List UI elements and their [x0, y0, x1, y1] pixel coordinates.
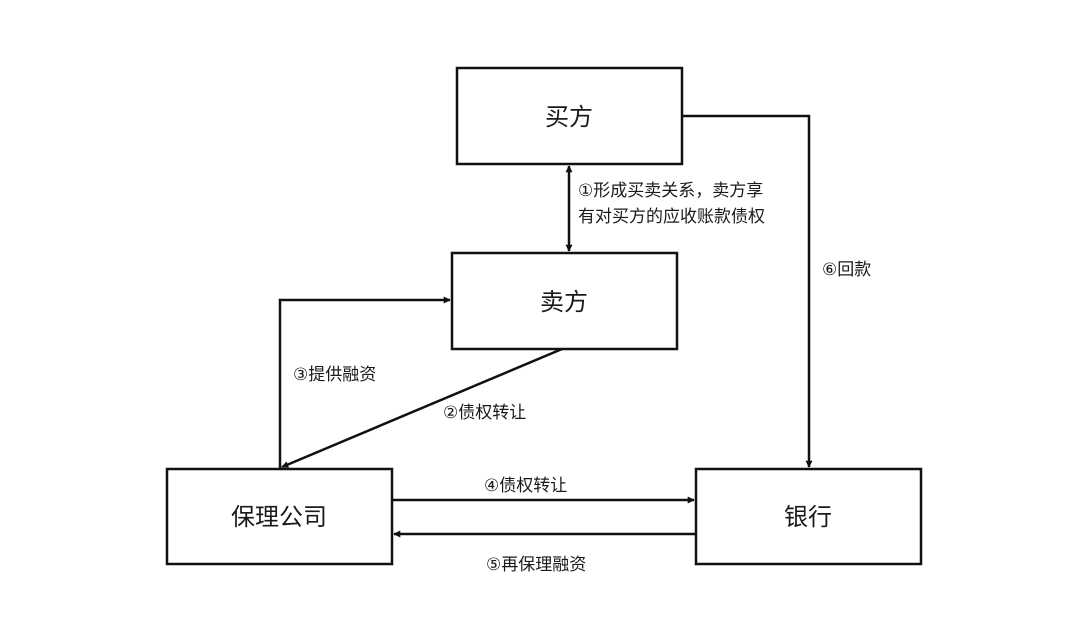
bank-label: 银行	[784, 503, 832, 531]
seller-factor-arrow	[281, 347, 563, 469]
step2-label: ②债权转让	[443, 403, 526, 423]
factor-node: 保理公司	[165, 467, 394, 566]
buyer-bank-arrow	[682, 114, 813, 468]
factor-label: 保理公司	[231, 503, 327, 531]
step5-label: ⑤再保理融资	[486, 555, 586, 575]
step4-label: ④债权转让	[484, 476, 567, 496]
bank-node: 银行	[694, 467, 923, 566]
seller-label: 卖方	[540, 288, 588, 316]
step3-label: ③提供融资	[293, 365, 376, 385]
seller-node: 卖方	[450, 251, 679, 351]
step1-label-line1: ①形成买卖关系，卖方享	[578, 181, 763, 201]
buyer-node: 买方	[455, 66, 684, 166]
buyer-label: 买方	[545, 103, 593, 131]
step6-label: ⑥回款	[822, 260, 871, 280]
factor-seller-arrow	[278, 296, 451, 469]
step1-label-line2: 有对买方的应收账款债权	[578, 207, 765, 227]
